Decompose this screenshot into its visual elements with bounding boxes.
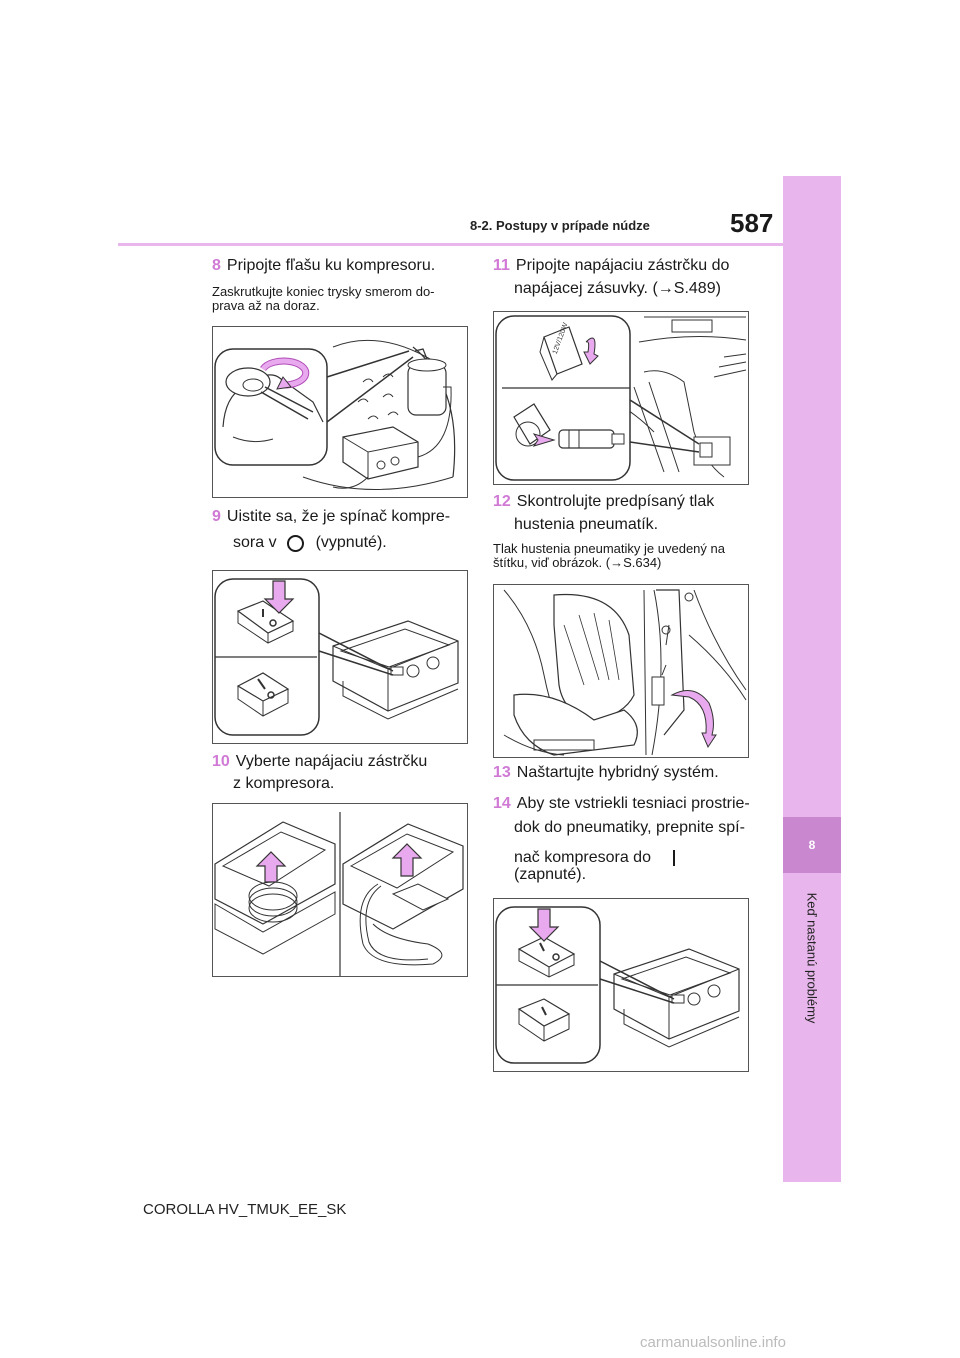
step-12: 12 Skontrolujte predpísaný tlak — [493, 489, 763, 515]
step-14-line3: nač kompresora do — [514, 845, 764, 871]
figure-switch-on — [493, 898, 749, 1072]
step-number: 13 — [493, 764, 511, 781]
figure-power-outlet: 12V/120W — [493, 311, 749, 485]
step-11-line2: napájacej zásuvky. (→S.489) — [514, 280, 721, 297]
step-10-line2: z kompresora. — [233, 775, 335, 792]
section-title: 8-2. Postupy v prípade núdze — [470, 218, 650, 233]
step-text: Pripojte fľašu ku kompresoru. — [226, 257, 436, 274]
step-8: 8 Pripojte fľašu ku kompresoru. — [212, 253, 472, 279]
step-text-line1: Aby ste vstriekli tesniaci prostrie- — [516, 795, 750, 812]
step-8-note: Zaskrutkujte koniec trysky smerom do-pra… — [212, 284, 435, 313]
step-12-note: Tlak hustenia pneumatiky je uvedený na š… — [493, 541, 725, 570]
step-text-line2a: sora v — [233, 534, 277, 551]
step-text-line2b: (vypnuté). — [315, 534, 387, 551]
figure-bottle-connect — [212, 326, 468, 498]
on-symbol-icon — [672, 850, 675, 866]
figure-switch-off — [212, 570, 468, 744]
chapter-number-tab[interactable]: 8 — [783, 817, 841, 873]
step-number: 12 — [493, 493, 511, 510]
step-text-line3: nač kompresora do — [514, 849, 651, 866]
step-text-line1: Uistite sa, že je spínač kompre- — [226, 508, 451, 525]
footer-model: COROLLA HV_TMUK_EE_SK — [143, 1201, 347, 1218]
step-14: 14 Aby ste vstriekli tesniaci prostrie- — [493, 791, 763, 817]
step-text: Naštartujte hybridný systém. — [516, 764, 719, 781]
step-number: 11 — [493, 257, 510, 274]
figure-remove-plug — [212, 803, 468, 977]
step-11: 11 Pripojte napájaciu zástrčku do — [493, 253, 763, 279]
chapter-sidebar — [783, 176, 841, 1182]
step-14-line2: dok do pneumatiky, prepnite spí- — [514, 819, 745, 836]
watermark: carmanualsonline.info — [640, 1334, 786, 1351]
step-number: 8 — [212, 257, 221, 274]
step-text-line1: Pripojte napájaciu zástrčku do — [515, 257, 730, 274]
step-text-line1: Skontrolujte predpísaný tlak — [516, 493, 715, 510]
off-symbol-icon — [286, 534, 304, 552]
step-number: 14 — [493, 795, 511, 812]
chapter-number: 8 — [808, 838, 816, 852]
header-rule — [118, 243, 783, 246]
page-number: 587 — [730, 208, 774, 238]
step-number: 10 — [212, 753, 230, 770]
step-14-line4: (zapnuté). — [514, 866, 587, 883]
step-9: 9 Uistite sa, že je spínač kompre- — [212, 504, 474, 530]
step-12-line2: hustenia pneumatík. — [514, 516, 659, 533]
step-13: 13 Naštartujte hybridný systém. — [493, 760, 763, 786]
step-text-line1: Vyberte napájaciu zástrčku — [235, 753, 428, 770]
chapter-title-vertical: Keď nastanú problémy — [783, 873, 841, 1043]
figure-tire-label — [493, 584, 749, 758]
step-9-line2: sora v (vypnuté). — [233, 530, 473, 556]
step-number: 9 — [212, 508, 221, 525]
chapter-title: Keď nastanú problémy — [804, 892, 820, 1024]
step-10: 10 Vyberte napájaciu zástrčku — [212, 749, 474, 775]
